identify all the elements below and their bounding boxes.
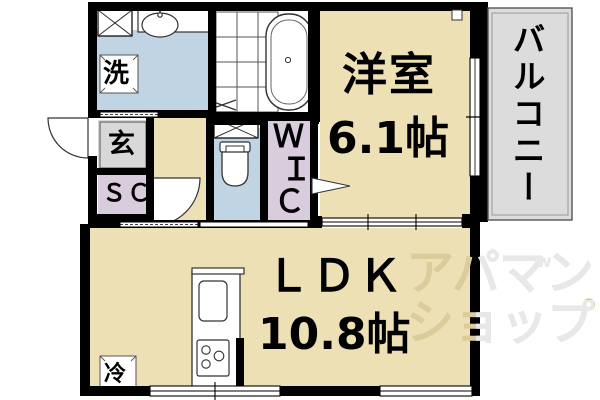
balcony-window[interactable] [466,57,486,177]
bedroom-door-opening[interactable] [311,177,351,195]
wic-label-w: Ｗ [273,119,304,155]
kitchen-upper-edge [191,267,245,275]
entrance-fill [98,120,150,172]
toilet-bowl [219,141,251,187]
balcony-outline [487,7,573,221]
washing-machine-marker [99,54,139,94]
bedroom-size-label: 6.1帖 [327,113,449,164]
entry-door-swing[interactable] [47,117,89,159]
entrance-label: 玄 [108,129,135,160]
washroom-entry-track[interactable] [99,111,159,118]
washroom-label: 洗 [103,59,130,89]
watermark-w-mark: w [536,252,552,272]
ldk-bottom-window-right[interactable] [379,385,473,397]
watermark-apaman-line1-white: アパマン [406,245,594,301]
ldk-name-label: ＬＤＫ [266,251,404,302]
shoe-closet-fill [98,175,148,217]
wic-label-c: Ｃ [274,184,305,220]
wic-label-i: Ｉ [281,152,312,188]
wic-fill [268,118,316,220]
pipe-shaft [451,9,463,21]
ldk-fill [90,228,475,390]
kitchen-partition-wall [236,338,244,390]
watermark-apaman-line2: ショップ [406,295,595,351]
gas-stove-3-burner [196,339,230,377]
bedroom-name-label: 洋室 [342,48,437,101]
bedroom-wall-vent [311,120,319,124]
watermark-apaman-line2-white: ショップ [406,295,595,351]
bathtub [265,13,313,111]
refrigerator-label: 冷 [104,362,127,387]
ldk-upper-sliding-track [119,221,309,228]
ldk-bottom-window[interactable] [149,382,281,400]
vanity-sink [137,9,213,38]
shoe-closet-label: ＳＣ [102,179,152,207]
sliding-door-bedroom-ldk[interactable] [321,214,463,230]
washroom-upper-closet [97,9,133,37]
kitchen-sink [198,280,228,322]
ldk-size-label: 10.8帖 [258,309,411,360]
balcony-label: バルコニー [507,22,546,207]
watermark-apaman-line1: アパマン [406,245,594,301]
kitchen-counter [191,271,241,391]
